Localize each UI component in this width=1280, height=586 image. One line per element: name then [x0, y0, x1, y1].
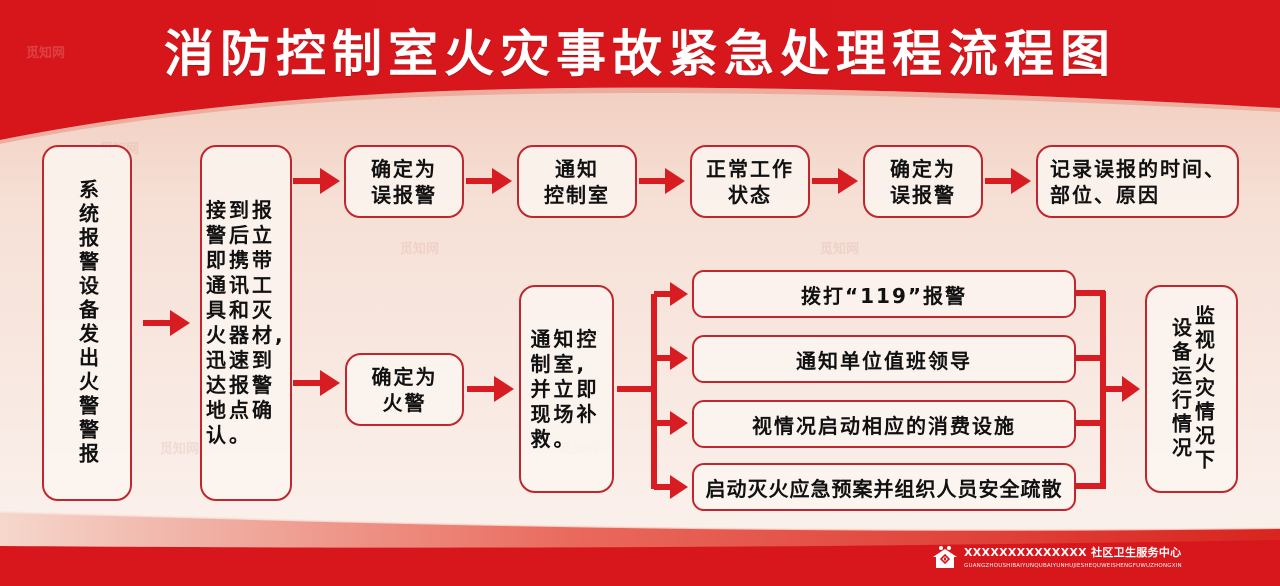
box-line: 确定为 — [371, 364, 438, 389]
normal-work-state-box: 正常工作 状态 — [690, 145, 810, 218]
box-line: 状态 — [728, 182, 772, 207]
false-alarm-confirm-box-2: 确定为 误报警 — [863, 145, 983, 218]
box-line: 正常工作 — [706, 156, 794, 181]
page-title: 消防控制室火灾事故紧急处理程流程图 — [164, 25, 1116, 83]
action-label: 通知单位值班领导 — [796, 348, 972, 373]
notify-and-rescue-box: 通知控制室,并立即现场补救。 — [519, 285, 614, 493]
organization-name: XXXXXXXXXXXXXX 社区卫生服务中心 — [964, 546, 1182, 559]
record-false-alarm-box: 记录误报的时间、 部位、原因 — [1036, 145, 1239, 218]
watermark: 觅知网 — [26, 46, 66, 61]
false-alarm-confirm-box: 确定为 误报警 — [344, 145, 464, 218]
organization-pinyin: GUANGZHOUSHIBAIYUNQUBAIYUNHUJIESHEQUWEIS… — [964, 563, 1182, 569]
monitor-equipment-label: 监视火灾情况下设备运行情况 — [1168, 305, 1216, 473]
watermark: 觅知网 — [820, 242, 860, 257]
watermark: 觅知网 — [160, 442, 200, 457]
action-label: 拨打“119”报警 — [800, 283, 968, 308]
notify-control-room-box: 通知 控制室 — [517, 145, 637, 218]
flow-receive-label: 接到报警后立即携带通讯工具和灭火器材,迅速到达报警地点确认。 — [206, 198, 286, 447]
watermark: 觅知网 — [400, 242, 440, 257]
action-call-119-box: 拨打“119”报警 — [692, 270, 1076, 318]
community-health-center-logo-icon — [933, 545, 957, 568]
box-line: 误报警 — [890, 182, 956, 207]
box-line: 记录误报的时间、 — [1050, 156, 1226, 181]
monitor-equipment-box: 监视火灾情况下设备运行情况 — [1145, 285, 1238, 493]
flow-receive-box: 接到报警后立即携带通讯工具和灭火器材,迅速到达报警地点确认。 — [200, 145, 292, 501]
box-line: 确定为 — [371, 156, 437, 181]
notify-and-rescue-label: 通知控制室,并立即现场补救。 — [530, 326, 600, 451]
flow-start-label: 系统报警设备发出火警警报 — [75, 179, 100, 467]
fire-confirm-box: 确定为 火警 — [345, 353, 464, 426]
box-line: 部位、原因 — [1050, 182, 1160, 207]
action-evacuate-box: 启动灭火应急预案并组织人员安全疏散 — [692, 463, 1076, 511]
box-line: 确定为 — [890, 156, 956, 181]
box-line: 误报警 — [371, 182, 437, 207]
box-line: 火警 — [382, 390, 427, 415]
action-start-facilities-box: 视情况启动相应的消费设施 — [692, 400, 1076, 448]
box-line: 通知 — [555, 156, 599, 181]
action-label: 视情况启动相应的消费设施 — [752, 413, 1016, 438]
flow-start-box: 系统报警设备发出火警警报 — [42, 145, 132, 501]
action-label: 启动灭火应急预案并组织人员安全疏散 — [705, 476, 1063, 501]
action-notify-leader-box: 通知单位值班领导 — [692, 335, 1076, 383]
footer-organization: XXXXXXXXXXXXXX 社区卫生服务中心 GUANGZHOUSHIBAIY… — [932, 544, 1182, 569]
box-line: 控制室 — [544, 182, 610, 207]
